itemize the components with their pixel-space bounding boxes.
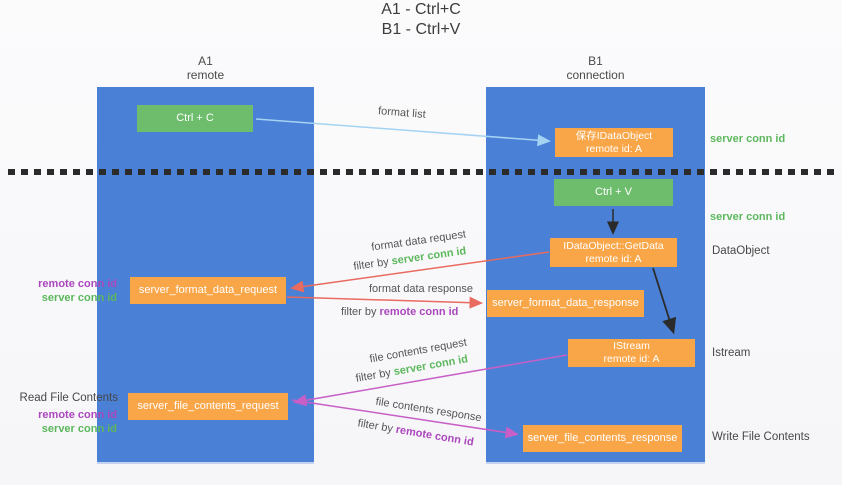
server-conn-id-annotation-left-bottom: server conn id bbox=[41, 423, 117, 435]
server-conn-id-annotation-mid: server conn id bbox=[710, 211, 786, 223]
remote-conn-id-annotation-bottom: remote conn id bbox=[38, 409, 117, 421]
title-line-2: B1 - Ctrl+V bbox=[381, 21, 461, 38]
istream-line1: IStream bbox=[613, 340, 650, 352]
server-format-data-response-node: server_format_data_response bbox=[487, 290, 644, 317]
remote-conn-id-text: remote conn id bbox=[379, 306, 459, 318]
lifeline-a1-name: A1 bbox=[198, 54, 213, 68]
save-idataobject-line1: 保存IDataObject bbox=[575, 129, 653, 142]
istream-node: IStream remote id: A bbox=[568, 339, 695, 367]
ctrl-c-label: Ctrl + C bbox=[176, 112, 214, 124]
getdata-node: IDataObject::GetData remote id: A bbox=[550, 238, 677, 267]
format-data-response-arrow bbox=[286, 296, 483, 309]
server-file-contents-request-label: server_file_contents_request bbox=[137, 400, 279, 412]
write-file-contents-annotation: Write File Contents bbox=[712, 431, 810, 443]
server-format-data-response-label: server_format_data_response bbox=[492, 297, 639, 309]
ctrl-v-label: Ctrl + V bbox=[595, 186, 632, 198]
server-format-data-request-label: server_format_data_request bbox=[138, 284, 278, 296]
format-data-response-filter-label: filter by remote conn id bbox=[341, 306, 458, 318]
title-line-1: A1 - Ctrl+C bbox=[381, 1, 461, 18]
format-data-request-arrow bbox=[290, 251, 550, 293]
save-idataobject-line2: remote id: A bbox=[585, 142, 643, 155]
server-format-data-request-node: server_format_data_request bbox=[130, 277, 286, 304]
getdata-line2: remote id: A bbox=[585, 252, 642, 265]
diagram-title: A1 - Ctrl+C B1 - Ctrl+V bbox=[0, 0, 842, 40]
server-file-contents-response-label: server_file_contents_response bbox=[527, 432, 678, 444]
server-file-contents-response-node: server_file_contents_response bbox=[523, 425, 682, 452]
lifeline-b1-role: connection bbox=[566, 68, 625, 82]
ctrl-v-node: Ctrl + V bbox=[554, 179, 673, 206]
lifeline-b1-name: B1 bbox=[588, 54, 603, 68]
save-idataobject-node: 保存IDataObject remote id: A bbox=[555, 128, 673, 157]
lifeline-header-b1: B1 connection bbox=[486, 54, 705, 82]
remote-conn-id-annotation-top: remote conn id bbox=[38, 278, 117, 290]
server-conn-id-annotation-left-top: server conn id bbox=[41, 292, 117, 304]
read-file-contents-annotation: Read File Contents bbox=[19, 392, 118, 404]
filter-by-text: filter by bbox=[341, 306, 377, 318]
getdata-to-istream-arrow bbox=[652, 267, 677, 335]
file-contents-request-arrow bbox=[293, 354, 568, 407]
getdata-line1: IDataObject::GetData bbox=[563, 239, 664, 252]
server-file-contents-request-node: server_file_contents_request bbox=[128, 393, 288, 420]
istream-line2: remote id: A bbox=[603, 353, 660, 365]
lifeline-header-a1: A1 remote bbox=[97, 54, 314, 82]
istream-annotation: Istream bbox=[712, 347, 751, 359]
format-list-arrow bbox=[255, 118, 551, 147]
dataobject-annotation: DataObject bbox=[712, 245, 770, 257]
ctrl-c-node: Ctrl + C bbox=[137, 105, 253, 132]
server-conn-id-annotation-top: server conn id bbox=[710, 133, 786, 145]
file-contents-response-arrow bbox=[291, 399, 519, 439]
format-data-response-arrow-label: format data response bbox=[369, 283, 473, 295]
lifeline-a1-role: remote bbox=[186, 68, 225, 82]
